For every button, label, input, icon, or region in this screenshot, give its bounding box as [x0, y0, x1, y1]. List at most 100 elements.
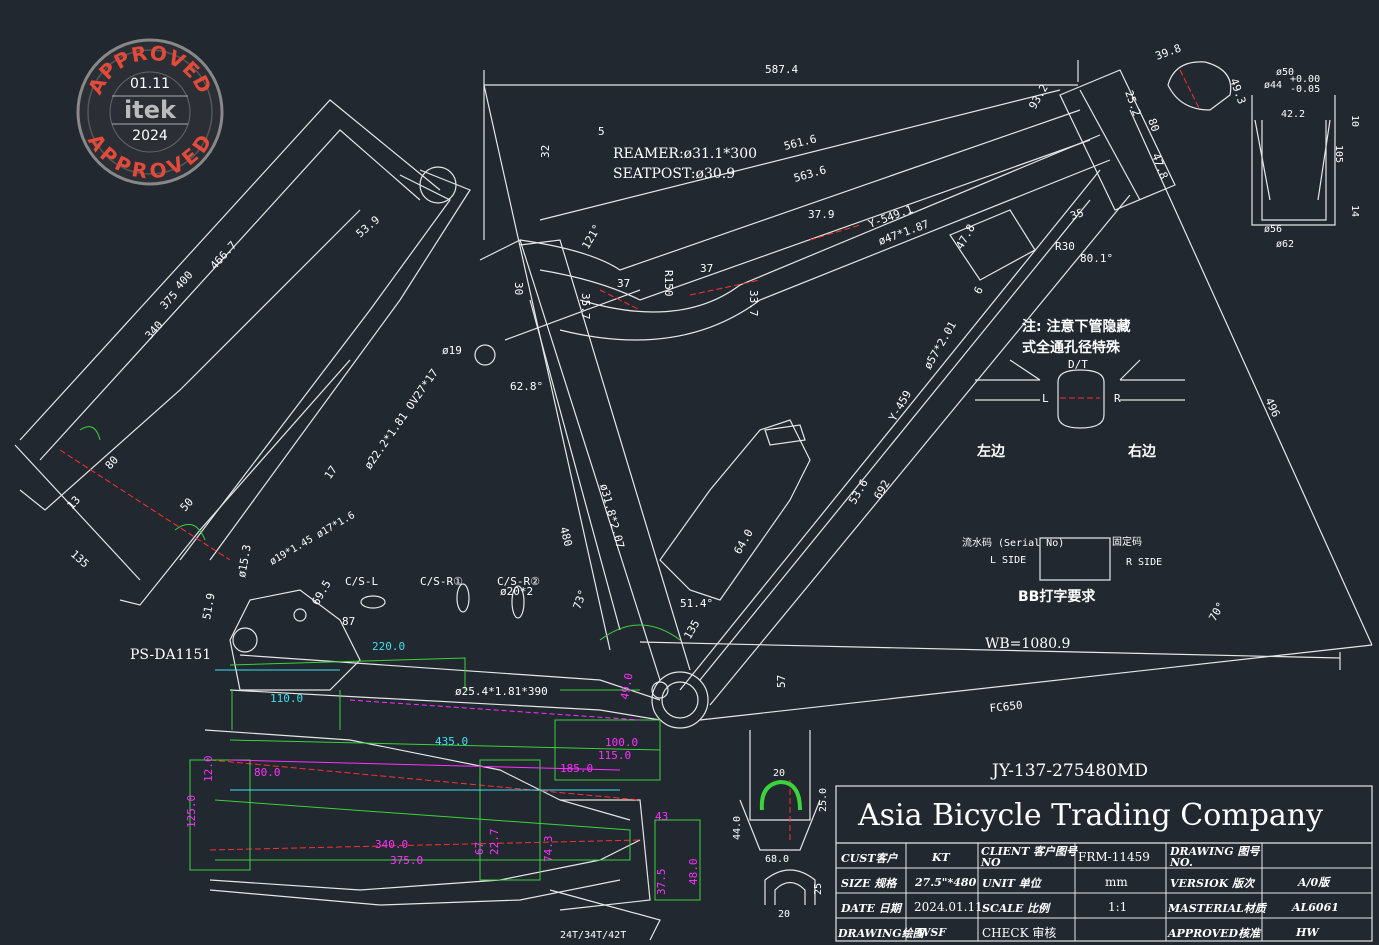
- scale-label: SCALE 比例: [982, 902, 1051, 915]
- note-cn-2: 式全通孔径特殊: [1022, 339, 1121, 356]
- head-detail-d14: 14: [1349, 205, 1360, 217]
- note-serial: 流水码 (Serial No): [962, 536, 1064, 549]
- cs-3750: 375.0: [390, 854, 423, 867]
- dim-640: 64.0: [731, 527, 756, 556]
- dim-695: 69.5: [309, 578, 334, 607]
- head-detail-tol-bot: -0.05: [1290, 84, 1320, 95]
- section-dimensions: 20 25.0 44.0 68.0 25 20: [732, 768, 829, 920]
- note-r: R: [1114, 392, 1121, 405]
- centerlines: [59, 69, 1201, 851]
- stamp-logo: itek: [124, 96, 177, 124]
- note-87: 87: [342, 615, 355, 628]
- dim-536: 53.6: [846, 477, 871, 506]
- dim-19: ø19: [442, 344, 462, 357]
- dim-400: 400: [173, 269, 196, 292]
- dim-70: 70°: [1206, 600, 1227, 624]
- note-fix-code: 固定码: [1112, 535, 1142, 548]
- section-20b: 20: [778, 909, 790, 920]
- dim-head-f: 47.8: [1149, 152, 1170, 181]
- dim-head-angle: 80.1°: [1080, 252, 1113, 265]
- size-label: SIZE 规格: [841, 877, 898, 890]
- dim-head-e: 80: [1145, 117, 1162, 134]
- cs-480: 48.0: [687, 859, 700, 886]
- dim-379: 37.9: [808, 208, 835, 221]
- frame-outline: [14, 60, 1373, 941]
- note-l: L: [1042, 392, 1049, 405]
- notes: REAMER:ø31.1*300 SEATPOST:ø30.9 注: 注意下管隐…: [130, 146, 1162, 941]
- note-cn-1: 注: 注意下管隐藏: [1022, 318, 1130, 335]
- note-left-side: 左边: [976, 443, 1006, 460]
- head-detail-d422: 42.2: [1281, 109, 1305, 120]
- approved-stamp: APPROVED APPROVED 01.11 itek 2024: [76, 38, 224, 186]
- dim-wb: WB=1080.9: [985, 636, 1070, 652]
- note-right-side: 右边: [1127, 443, 1157, 460]
- stamp-date: 01.11: [130, 76, 170, 92]
- unit-value: mm: [1105, 875, 1128, 889]
- note-dropout: PS-DA1151: [130, 647, 211, 663]
- version-value: A/0版: [1297, 876, 1331, 889]
- company-name: Asia Bicycle Trading Company: [857, 798, 1323, 833]
- version-label: VERSIOK 版次: [1170, 877, 1256, 890]
- cs-67: 67: [473, 842, 486, 855]
- drawing-sub: NO.: [1169, 856, 1193, 869]
- cust-value: KT: [931, 851, 951, 864]
- dim-head-a: 39.8: [1154, 42, 1183, 63]
- section-680: 68.0: [765, 854, 789, 865]
- cs-43: 43: [655, 810, 668, 823]
- head-detail-tol-top: +0.00: [1290, 74, 1320, 85]
- date-value: 2024.01.11: [914, 900, 983, 914]
- dim-37b: 37: [700, 262, 713, 275]
- head-detail-d56: ø56: [1264, 224, 1282, 235]
- dim-ss-tube-r: ø20*2: [500, 585, 533, 598]
- cs-227: 22.7: [488, 829, 501, 856]
- dim-57: 57: [775, 675, 788, 688]
- head-detail-d62: ø62: [1276, 239, 1294, 250]
- dim-135b: 135: [68, 548, 91, 571]
- dim-153: ø15.3: [235, 544, 254, 579]
- head-tube-detail: ø50 ø44 +0.00 -0.05 42.2 10 105 14 ø56 ø…: [1264, 67, 1360, 250]
- dim-dt-dia: ø57*2.01: [921, 319, 959, 371]
- client-label: CLIENT 客户图号: [981, 845, 1078, 858]
- title-block: JY-137-275480MD Asia Bicycle Trading Com…: [835, 761, 1373, 942]
- dim-519: 51.9: [200, 592, 217, 620]
- material-label: MASTERIAL材质: [1167, 902, 1268, 915]
- dim-6: 6: [971, 284, 986, 296]
- dim-73: 73°: [571, 588, 590, 611]
- approved-label: APPROVED核准: [1167, 927, 1262, 940]
- section-20: 20: [773, 768, 785, 779]
- note-cs-r1: C/S-R①: [420, 575, 463, 588]
- dim-head-d: 25.2: [1122, 89, 1143, 118]
- note-l-side: L SIDE: [990, 555, 1026, 566]
- dim-head-c: 93.2: [1026, 82, 1051, 111]
- dim-cs-len: 49.0: [618, 672, 635, 700]
- cs-375: 37.5: [655, 869, 668, 896]
- note-seatpost: SEATPOST:ø30.9: [613, 166, 735, 182]
- dim-692: 692: [871, 478, 892, 502]
- scale-value: 1:1: [1108, 900, 1127, 914]
- dim-50: 50: [178, 495, 197, 514]
- dim-top-length: 587.4: [765, 63, 798, 76]
- dim-30: 30: [512, 282, 525, 295]
- dim-head-g: 35: [1069, 206, 1086, 223]
- dim-4667: 466.7: [208, 239, 240, 272]
- cs-1850: 185.0: [560, 762, 593, 775]
- dim-17: 17: [322, 463, 340, 481]
- cs-1000: 100.0: [605, 736, 638, 749]
- check-label: CHECK 审核: [982, 925, 1056, 940]
- note-r-side: R SIDE: [1126, 557, 1162, 568]
- dim-340: 340: [143, 319, 166, 342]
- dim-13: 13: [65, 493, 84, 512]
- size-value: 27.5"*480: [914, 876, 977, 889]
- note-gears: 24T/34T/42T: [560, 930, 626, 941]
- cs-120: 12.0: [202, 756, 215, 783]
- dim-357: 35.7: [579, 293, 592, 320]
- drawing-by-label: DRAWING绘图: [837, 927, 926, 940]
- note-cs-l: C/S-L: [345, 575, 378, 588]
- dim-r150: R150: [662, 270, 675, 297]
- note-bb-title: BB打字要求: [1018, 588, 1096, 605]
- cs-1250: 125.0: [185, 795, 198, 828]
- head-detail-d105: 105: [1333, 145, 1344, 163]
- dim-top-tube-2: 563.6: [792, 163, 827, 185]
- dim-480: 480: [557, 525, 575, 548]
- drawing-number-top: JY-137-275480MD: [990, 761, 1148, 781]
